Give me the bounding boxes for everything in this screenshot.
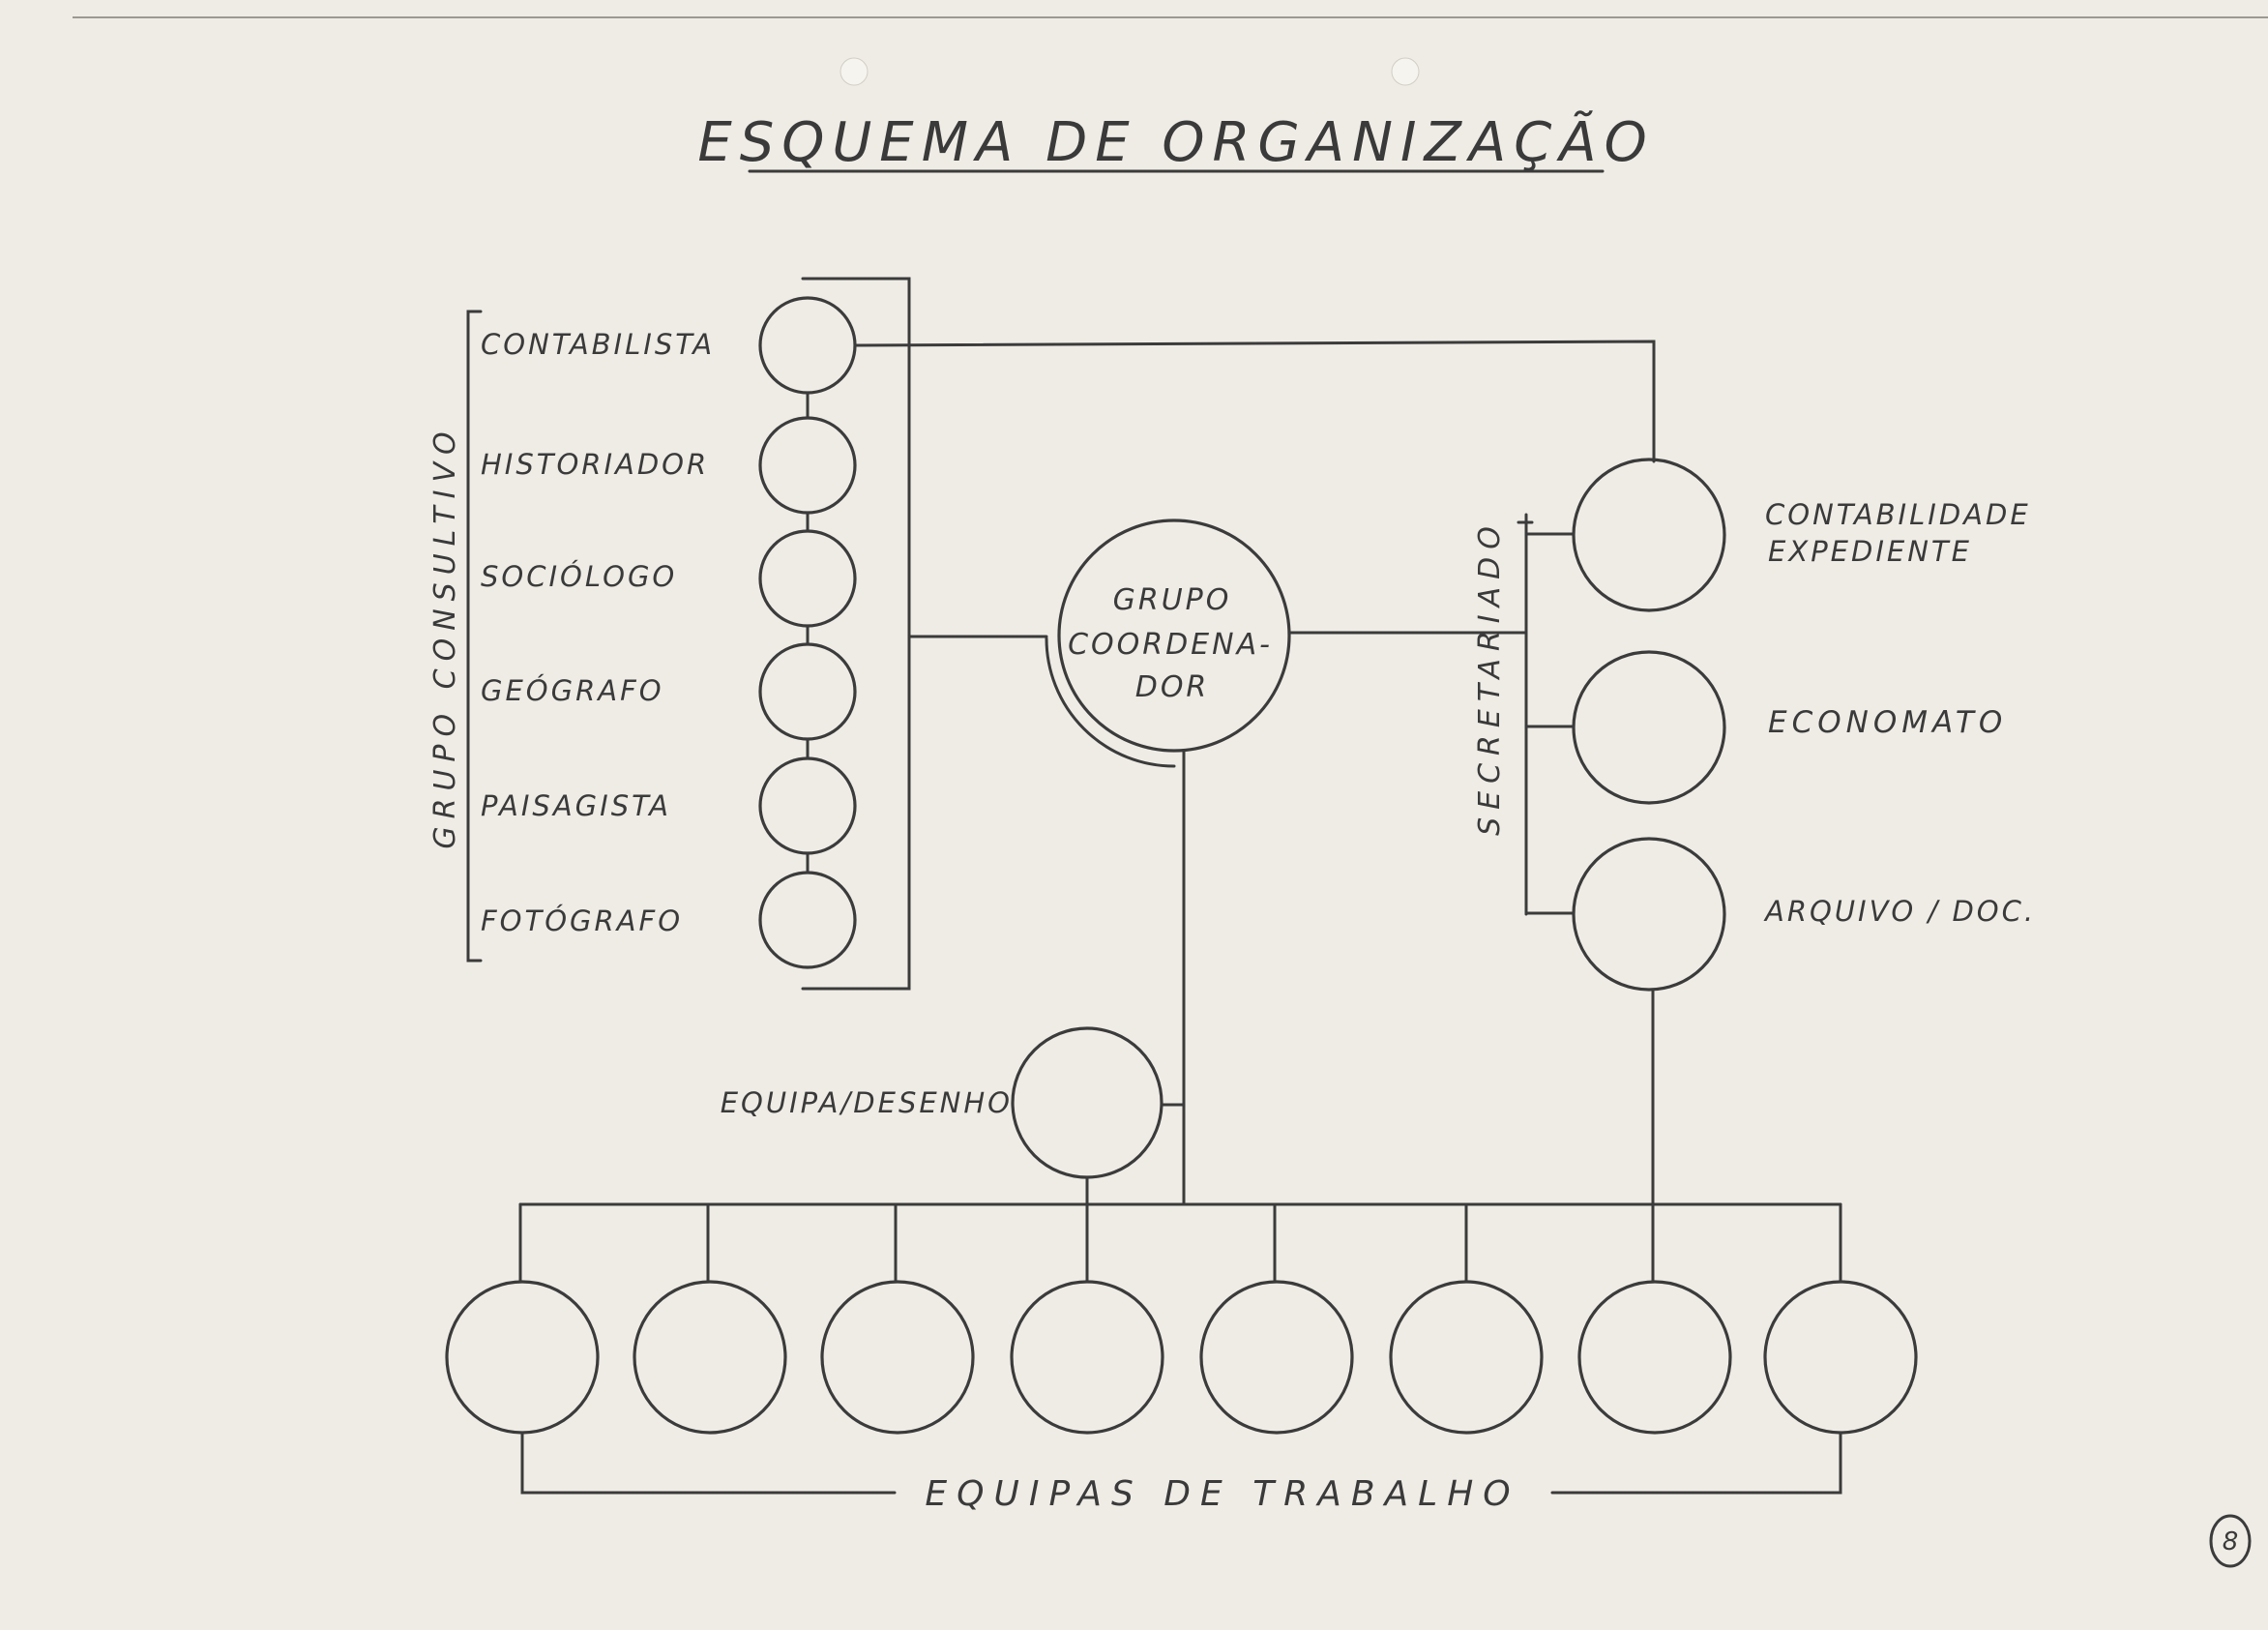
member-node — [758, 642, 857, 741]
advisory-group-label: GRUPO CONSULTIVO — [428, 424, 462, 848]
work-team-node — [1010, 1280, 1164, 1435]
member-node — [758, 416, 857, 515]
punch-hole — [1391, 57, 1420, 86]
work-teams-bracket-left — [520, 1431, 897, 1495]
member-node — [758, 296, 857, 395]
work-teams-label: EQUIPAS DE TRABALHO — [925, 1474, 1519, 1514]
coordinator-arc — [1045, 637, 1176, 768]
drawing-team: EQUIPA/DESENHO — [721, 1026, 1186, 1206]
secretariat-node — [1572, 458, 1726, 612]
advisory-frame — [801, 277, 911, 991]
page-number: 8 — [2223, 1527, 2239, 1556]
drawing-team-label: EQUIPA/DESENHO — [721, 1086, 1013, 1119]
coordinator-label-line: GRUPO — [1113, 583, 1232, 617]
punch-hole — [839, 57, 869, 86]
advisory-bracket — [466, 310, 483, 963]
work-team-node — [1577, 1280, 1732, 1435]
member-node — [758, 871, 857, 969]
drawing-team-node — [1011, 1026, 1163, 1179]
work-team-node — [445, 1280, 600, 1435]
page-number-mark: 8 — [2209, 1514, 2252, 1568]
member-label: CONTABILISTA — [481, 328, 715, 361]
secretariat-unit-label: ARQUIVO / DOC. — [1763, 895, 2036, 928]
member-label: GEÓGRAFO — [481, 674, 664, 707]
work-team-node — [633, 1280, 787, 1435]
secretariat-label: SECRETARIADO — [1473, 519, 1507, 836]
coordinator-label-line: COORDENA- — [1068, 628, 1273, 662]
coordinator-node — [1057, 519, 1291, 753]
secretariat-unit-label: ECONOMATO — [1768, 705, 2007, 740]
member-node — [758, 756, 857, 855]
member-label: HISTORIADOR — [481, 448, 709, 481]
secretariat-group: SECRETARIADO CONTABILIDADE EXPEDIENTE EC… — [1473, 458, 2036, 992]
member-label: PAISAGISTA — [481, 789, 671, 822]
secretariat-node — [1572, 650, 1726, 805]
work-team-node — [1389, 1280, 1544, 1435]
page-number-circle — [2209, 1514, 2252, 1568]
secretariat-unit-label: CONTABILIDADE — [1765, 498, 2031, 531]
connector-top — [853, 340, 1656, 463]
member-label: SOCIÓLOGO — [481, 560, 677, 593]
member-label: FOTÓGRAFO — [481, 904, 683, 937]
work-teams-bracket-right — [1550, 1431, 1842, 1495]
advisory-group: GRUPO CONSULTIVO CONTABILISTA HISTORIADO… — [428, 277, 911, 991]
coordinator-group: GRUPO COORDENA- DOR — [1045, 519, 1291, 768]
work-teams-row: EQUIPAS DE TRABALHO — [445, 1202, 1918, 1514]
secretariat-node — [1572, 837, 1726, 992]
work-team-node — [820, 1280, 975, 1435]
member-node — [758, 529, 857, 628]
secretariat-unit-label: EXPEDIENTE — [1768, 535, 1972, 568]
coordinator-label-line: DOR — [1135, 670, 1210, 704]
work-team-node — [1199, 1280, 1354, 1435]
diagram-title: ESQUEMA DE ORGANIZAÇÃO — [697, 111, 1654, 174]
work-team-node — [1763, 1280, 1918, 1435]
